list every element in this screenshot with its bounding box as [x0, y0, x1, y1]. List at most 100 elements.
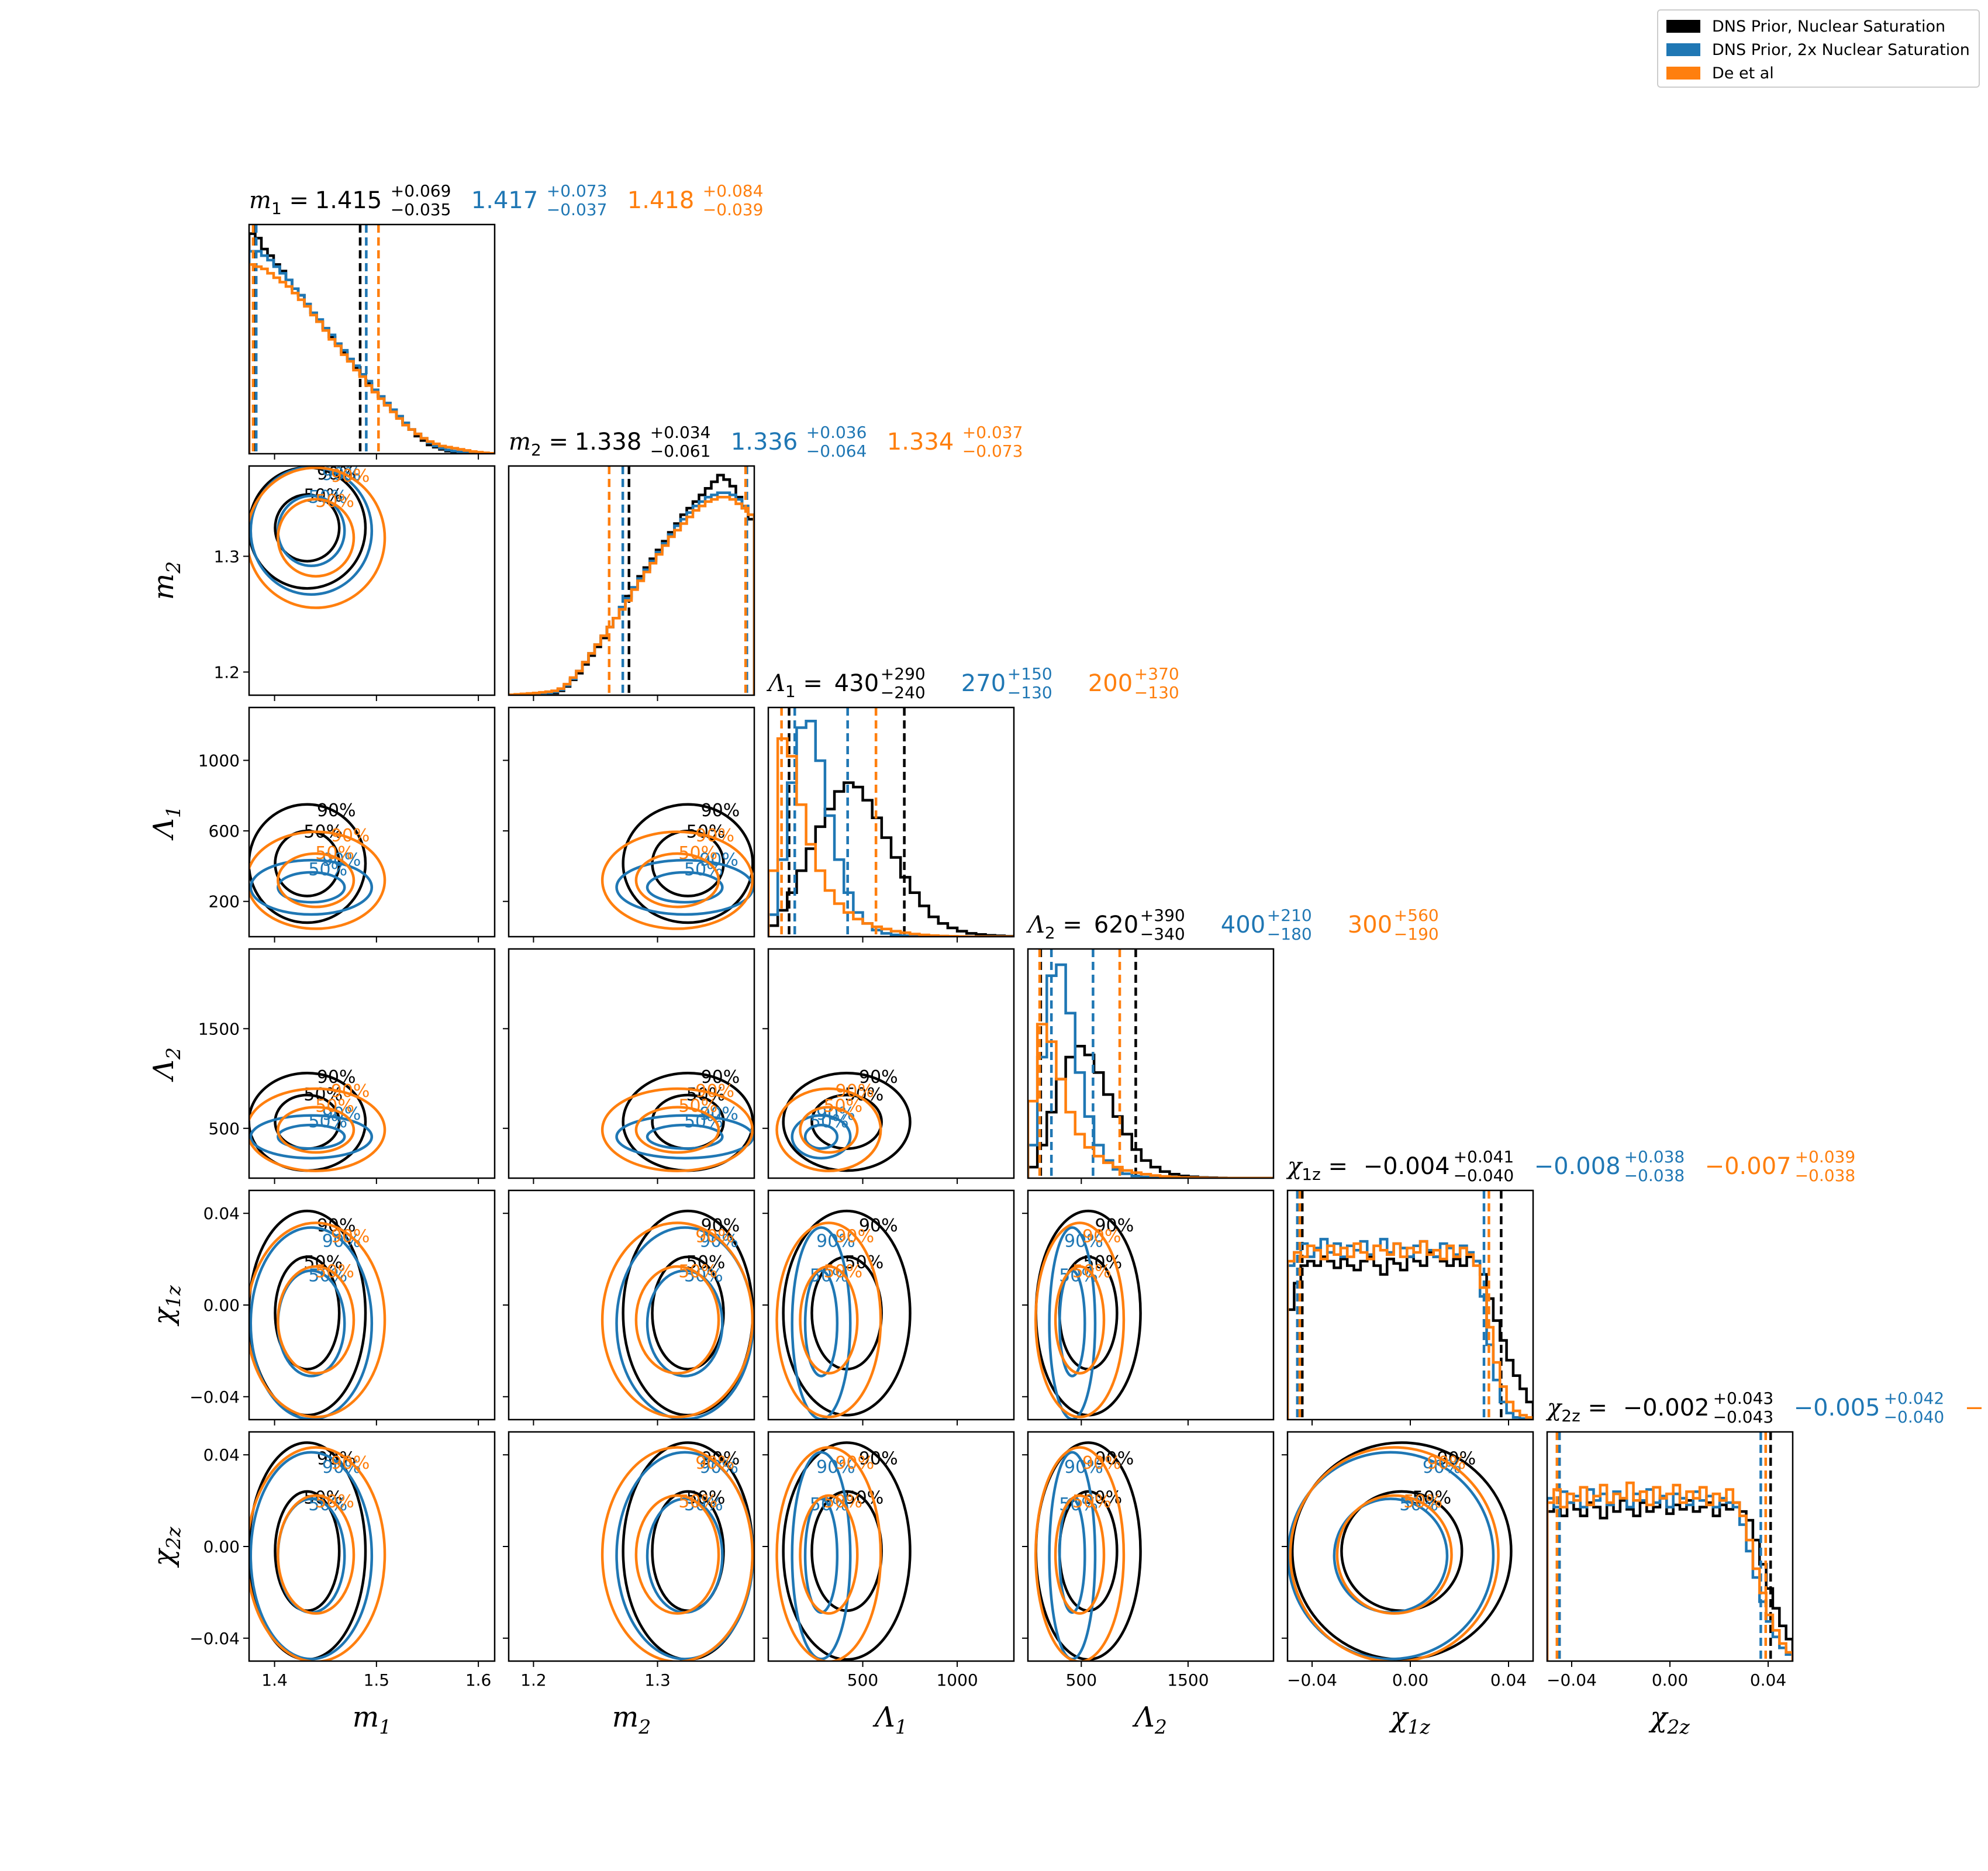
x-tick-label: 500: [847, 1670, 878, 1690]
contour-50-series-1: [646, 1269, 724, 1378]
panel-plot-area: 90%50%90%50%90%50%: [1288, 1441, 1513, 1661]
title-value-chi1z-2: −0.007: [1705, 1153, 1792, 1180]
x-tick-label: −0.04: [1287, 1670, 1337, 1690]
contour-label-90: 90%: [701, 1067, 740, 1088]
title-lower-m2-2: −0.073: [962, 441, 1023, 461]
contour-90-series-2: [1289, 1446, 1500, 1661]
panel-plot-area: 90%50%90%50%90%50%: [775, 1209, 912, 1420]
contour-50-series-2: [277, 1494, 356, 1615]
title-upper-L1-2: +370: [1134, 664, 1179, 683]
contour-label-50: 50%: [1412, 1487, 1451, 1508]
contour-90-series-2: [600, 830, 754, 930]
x-tick-label: 500: [1066, 1670, 1097, 1690]
panel-plot-area: 90%50%90%50%90%50%: [600, 1441, 754, 1661]
y-tick-label: 0.00: [203, 1537, 240, 1556]
contour-50-series-2: [277, 852, 356, 909]
contour-label-50: 50%: [678, 843, 717, 864]
contour-90-series-2: [775, 1446, 882, 1661]
contour-50-series-1: [277, 1123, 346, 1150]
title-lower-L1-0: −240: [881, 683, 926, 702]
y-tick-label: 1.2: [213, 662, 240, 682]
title-upper-chi2z-1: +0.042: [1884, 1389, 1945, 1408]
y-axis-label-chi2z: χ2z: [147, 1527, 185, 1568]
contour-90-series-2: [249, 1221, 386, 1418]
x-axis-label-m1: m1: [353, 1701, 392, 1738]
contour-90-series-2: [249, 1087, 386, 1172]
panel-frame: [248, 223, 496, 455]
title-value-L2-1: 400: [1221, 912, 1265, 938]
panel-plot-area: 90%50%90%50%90%50%: [249, 1209, 386, 1420]
panel-frame: [508, 465, 755, 696]
title-lower-m2-0: −0.061: [650, 441, 711, 461]
panel-frame: [767, 948, 1015, 1179]
contour-label-50: 50%: [845, 1085, 884, 1105]
contour-label-50: 50%: [845, 1252, 884, 1273]
contour-label-90: 90%: [695, 1081, 734, 1102]
contour-label-90: 90%: [1427, 1453, 1466, 1473]
contour-label-90: 90%: [695, 1227, 734, 1247]
title-lower-m1-0: −0.035: [391, 200, 451, 219]
y-tick-label: 500: [209, 1119, 240, 1138]
contour-m2-chi1z: 90%50%90%50%90%50%: [503, 1189, 755, 1425]
title-value-m1-2: 1.418: [627, 187, 695, 214]
panel-plot-area: 90%50%90%50%90%50%: [249, 1067, 386, 1172]
contour-label-50: 50%: [308, 487, 347, 508]
y-tick-label: 0.04: [203, 1445, 240, 1465]
contour-L1-chi1z: 90%50%90%50%90%50%: [762, 1189, 1015, 1425]
contour-90-series-0: [249, 803, 367, 924]
contour-label-90: 90%: [317, 1067, 356, 1088]
x-axis-label-chi1z: χ1z: [1389, 1701, 1430, 1738]
title-value-chi1z-1: −0.008: [1534, 1153, 1621, 1180]
contour-90-series-2: [249, 830, 386, 930]
contour-90-series-2: [249, 1446, 386, 1661]
contour-50-series-1: [646, 1123, 724, 1150]
contour-label-90: 90%: [1095, 1449, 1134, 1469]
title-upper-L2-0: +390: [1140, 906, 1185, 925]
contour-label-90: 90%: [317, 800, 356, 821]
title-lower-L2-0: −340: [1140, 924, 1185, 944]
contour-90-series-1: [249, 1114, 374, 1160]
title-lower-m1-2: −0.039: [703, 200, 764, 219]
title-value-chi1z-0: −0.004: [1364, 1153, 1450, 1180]
contour-label-90: 90%: [1082, 1227, 1121, 1247]
x-axis-label-chi2z: χ2z: [1648, 1701, 1690, 1738]
title-value-m2-1: 1.336: [731, 429, 798, 455]
y-tick-label: −0.04: [189, 1387, 240, 1407]
title-upper-chi1z-0: +0.041: [1454, 1147, 1514, 1166]
title-value-L1-1: 270: [961, 670, 1006, 697]
contour-label-90: 90%: [835, 1081, 874, 1102]
contour-label-90: 90%: [859, 1449, 898, 1469]
y-tick-label: 0.00: [203, 1296, 240, 1315]
title-value-L2-2: 300: [1348, 912, 1392, 938]
contour-label-50: 50%: [823, 1096, 862, 1116]
panel-frame: [248, 465, 496, 696]
title-value-m1-0: 1.415: [315, 187, 382, 214]
contour-label-90: 90%: [331, 1227, 370, 1247]
legend-swatch-blue: [1666, 43, 1700, 56]
y-axis-label-L2: Λ2: [147, 1047, 185, 1082]
title-upper-L1-1: +150: [1007, 664, 1052, 683]
contour-50-series-0: [274, 493, 341, 563]
contour-label-90: 90%: [816, 1231, 855, 1251]
title-L1: Λ1 =: [766, 670, 823, 701]
panel-plot-area: 90%50%90%50%90%50%: [249, 466, 386, 609]
title-value-chi2z-1: −0.005: [1794, 1394, 1880, 1421]
contour-label-90: 90%: [701, 800, 740, 821]
title-m2: m2 =: [509, 429, 568, 460]
legend-swatch-black: [1666, 20, 1700, 33]
legend-swatch-orange: [1666, 67, 1700, 80]
contour-label-50: 50%: [823, 1261, 862, 1282]
title-upper-chi1z-1: +0.038: [1624, 1147, 1685, 1166]
contour-label-50: 50%: [810, 1111, 849, 1132]
contour-50-series-1: [803, 1497, 839, 1614]
contour-label-90: 90%: [695, 826, 734, 846]
x-axis-label-L1: Λ1: [872, 1701, 907, 1738]
x-tick-label: 0.00: [1392, 1670, 1428, 1690]
contour-label-90: 90%: [859, 1216, 898, 1236]
hist-step-m2-0: [509, 474, 754, 695]
title-upper-m1-0: +0.069: [391, 181, 451, 201]
